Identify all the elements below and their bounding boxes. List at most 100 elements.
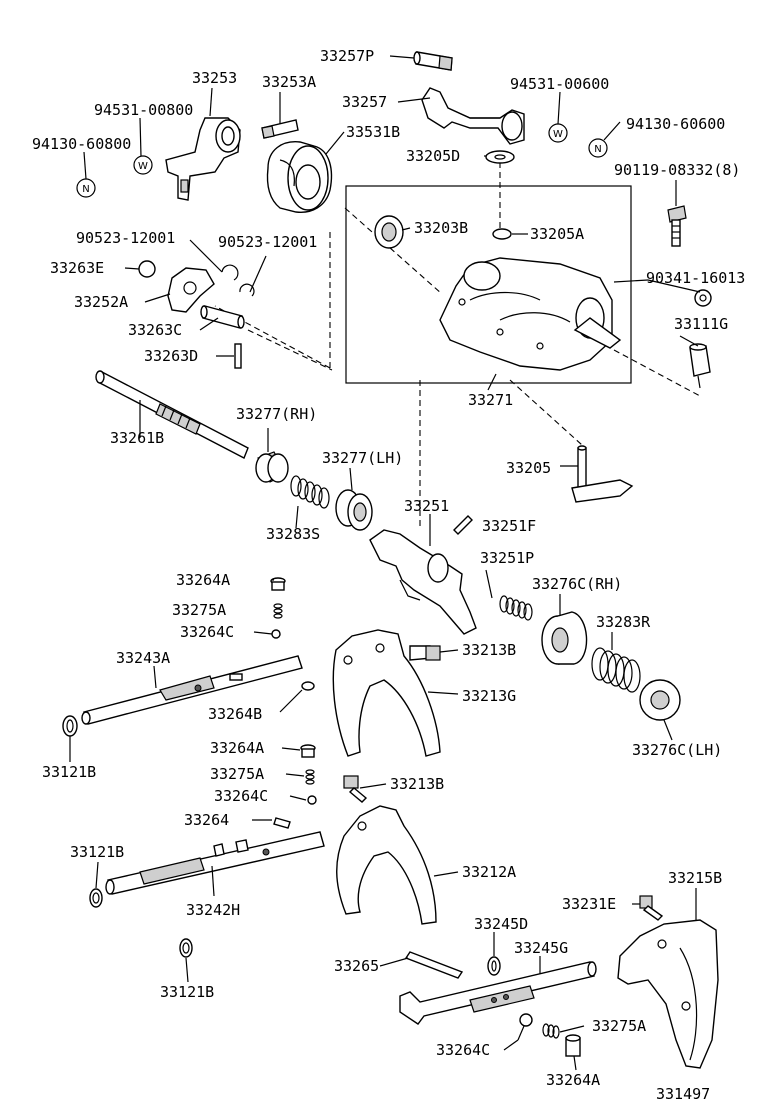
bolt-33213B-2 (343, 775, 368, 803)
pin-33264 (273, 817, 291, 829)
bushing-33205A (492, 228, 512, 240)
label-33251: 33251 (404, 497, 450, 515)
label-33121B-3: 33121B (160, 983, 215, 1001)
pin-33253A (261, 119, 299, 139)
housing-frame (345, 185, 632, 384)
label-94130-60800: 94130-60800 (32, 135, 132, 153)
spring-33251P (499, 595, 533, 621)
spring-33283R (591, 647, 641, 693)
bolt-33213B-1 (409, 645, 441, 661)
label-33263E: 33263E (50, 259, 105, 277)
label-94531-00800: 94531-00800 (94, 101, 194, 119)
nut-symbol-n-1: N (76, 178, 96, 198)
label-33271: 33271 (468, 391, 514, 409)
e-ring-90523-12001-2 (239, 283, 255, 297)
label-33205: 33205 (506, 459, 552, 477)
label-33264C-1: 33264C (180, 623, 235, 641)
bushing-33277-lh (335, 489, 373, 531)
e-ring-90523-12001-1 (221, 264, 239, 281)
ball-33264C-1 (271, 629, 281, 639)
ring-33245D (487, 956, 501, 976)
label-33277-lh: 33277(LH) (322, 449, 404, 467)
w-symbol-text-2: W (553, 129, 563, 140)
spring-33275A-1 (273, 603, 283, 619)
label-33213B-2: 33213B (390, 775, 445, 793)
label-33264A-3: 33264A (546, 1071, 601, 1089)
lever-33257 (421, 87, 525, 145)
shaft-33242H (105, 831, 325, 895)
label-33261B: 33261B (110, 429, 165, 447)
label-33205A: 33205A (530, 225, 585, 243)
label-33252A: 33252A (74, 293, 129, 311)
label-94531-00600: 94531-00600 (510, 75, 610, 93)
w-symbol-text-1: W (138, 161, 148, 172)
label-33242H: 33242H (186, 901, 241, 919)
label-33265: 33265 (334, 957, 380, 975)
label-33275A-2: 33275A (210, 765, 265, 783)
label-33264: 33264 (184, 811, 230, 829)
label-94130-60600: 94130-60600 (626, 115, 726, 133)
bolt-90119-08332 (667, 205, 687, 247)
ring-33121B-3 (179, 938, 193, 958)
label-33203B: 33203B (414, 219, 469, 237)
ball-33264B (301, 681, 315, 691)
fork-33213G (332, 629, 441, 757)
bushing-33276C-rh (541, 611, 588, 665)
label-33283R: 33283R (596, 613, 651, 631)
ring-33121B-1 (62, 715, 78, 737)
n-symbol-text-2: N (594, 144, 601, 155)
fork-33212A (336, 805, 437, 925)
pin-33251F (453, 515, 473, 535)
label-90341-16013: 90341-16013 (646, 269, 746, 287)
label-33251F: 33251F (482, 517, 537, 535)
label-33264C-3: 33264C (436, 1041, 491, 1059)
housing-33271 (439, 257, 622, 371)
washer-symbol-w-1: W (133, 155, 153, 175)
label-33212A: 33212A (462, 863, 517, 881)
plug-33111G (689, 343, 711, 389)
diagram-code: 331497 (656, 1085, 711, 1103)
plug-33264A-1 (270, 577, 286, 591)
label-33275A-3: 33275A (592, 1017, 647, 1035)
label-33277-rh: 33277(RH) (236, 405, 318, 423)
plug-33264A-3 (565, 1034, 581, 1057)
n-symbol-text-1: N (82, 184, 89, 195)
ball-33264C-2 (307, 795, 317, 805)
washer-symbol-w-2: W (548, 123, 568, 143)
label-33257P: 33257P (320, 47, 375, 65)
washer-33276C-lh (639, 679, 681, 721)
pin-33257P (413, 51, 453, 71)
shaft-33243A (81, 655, 303, 725)
label-33245G: 33245G (514, 939, 569, 957)
label-33264A-2: 33264A (210, 739, 265, 757)
bracket-33205 (571, 445, 634, 503)
label-33257: 33257 (342, 93, 388, 111)
boot-33531B (266, 141, 333, 213)
label-33213G: 33213G (462, 687, 517, 705)
spring-33275A-3 (542, 1023, 560, 1039)
label-33121B-2: 33121B (70, 843, 125, 861)
label-33253A: 33253A (262, 73, 317, 91)
spring-33275A-2 (305, 769, 315, 785)
label-33263D: 33263D (144, 347, 199, 365)
label-33231E: 33231E (562, 895, 617, 913)
head-33251 (369, 529, 477, 635)
pin-33265 (404, 951, 464, 979)
label-90119-08332: 90119-08332(8) (614, 161, 741, 179)
seal-33203B (374, 215, 404, 249)
ring-33121B-2 (89, 888, 103, 908)
label-33275A-1: 33275A (172, 601, 227, 619)
label-33264A-1: 33264A (176, 571, 231, 589)
label-33264C-2: 33264C (214, 787, 269, 805)
label-90523-12001-right: 90523-12001 (218, 233, 318, 251)
label-33283S: 33283S (266, 525, 321, 543)
shaft-33245G (399, 961, 597, 1025)
label-33253: 33253 (192, 69, 238, 87)
shaft-33261B (95, 370, 249, 459)
label-33245D: 33245D (474, 915, 529, 933)
label-33276C-lh: 33276C(LH) (632, 741, 723, 759)
fork-33215B (617, 919, 719, 1069)
lever-33252A (167, 267, 215, 313)
